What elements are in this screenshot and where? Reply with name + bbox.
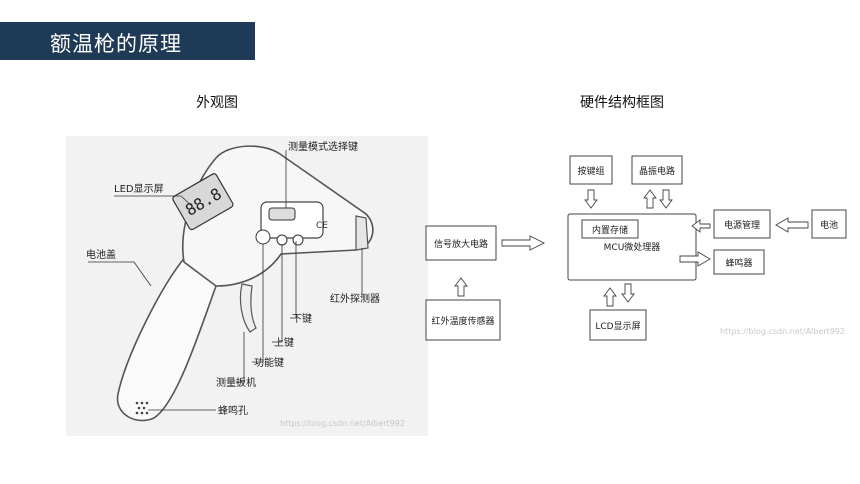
arrow-crystal-to-mcu [659, 189, 673, 209]
buzzer-holes-icon [135, 401, 149, 415]
block-keys-label: 按键组 [577, 165, 604, 177]
label-mode-key: 测量模式选择键 [288, 140, 358, 153]
block-ir-sensor-label: 红外温度传感器 [431, 315, 494, 327]
mode-switch [268, 207, 296, 221]
block-power [713, 209, 771, 239]
function-key-icon [255, 229, 271, 245]
up-key-icon [276, 234, 288, 246]
label-battery-cover: 电池盖 [86, 248, 116, 261]
hardware-block-diagram: 按键组 晶振电路 内置存储 MCU微处理器 电源管理 电池 信号放大电路 蜂鸣器… [425, 155, 847, 341]
down-key-icon [292, 234, 304, 246]
block-crystal-label: 晶振电路 [639, 165, 675, 177]
block-memory [581, 219, 639, 239]
block-crystal [631, 155, 683, 185]
trigger-shape [239, 283, 257, 333]
block-lcd [589, 309, 647, 341]
thermometer-illustration: 88.8 CE 测量模式选择键 LED显示屏 电池盖 下键 上键 功能键 测量扳… [66, 136, 428, 436]
arrow-mcu-to-lcd [621, 283, 635, 303]
slide-title-bar: 额温枪的原理 [0, 22, 255, 60]
block-battery-label: 电池 [820, 219, 838, 231]
arrow-ir-to-amp [454, 277, 468, 297]
arrow-amp-to-mcu [501, 235, 546, 251]
block-amp [425, 225, 497, 261]
block-mcu-label: MCU微处理器 [604, 241, 661, 253]
block-buzzer [713, 249, 765, 275]
label-trigger: 测量扳机 [216, 376, 256, 389]
block-buzzer-label: 蜂鸣器 [725, 257, 752, 269]
label-buzzer-hole: 蜂鸣孔 [218, 404, 248, 417]
block-diagram-heading: 硬件结构框图 [580, 95, 664, 111]
arrow-lcd-to-mcu [603, 287, 617, 307]
block-keys [569, 155, 613, 185]
slide-title: 额温枪的原理 [50, 32, 182, 56]
block-amp-label: 信号放大电路 [434, 238, 488, 250]
arrow-power-to-mcu [691, 219, 711, 233]
block-power-label: 电源管理 [724, 219, 760, 231]
right-watermark: https://blog.csdn.net/Albert992 [720, 327, 845, 336]
arrow-battery-to-power [775, 217, 809, 233]
arrow-keys-to-mcu [584, 189, 598, 209]
block-battery [811, 209, 847, 239]
leader-lines [88, 150, 363, 411]
label-up-key: 上键 [274, 336, 294, 349]
block-ir-sensor [425, 299, 501, 341]
block-lcd-label: LCD显示屏 [595, 321, 640, 332]
label-down-key: 下键 [292, 312, 312, 325]
arrow-mcu-to-buzzer [679, 251, 711, 267]
ce-mark: CE [316, 221, 328, 231]
label-led: LED显示屏 [114, 183, 164, 195]
sensor-head-shape [355, 215, 369, 251]
handle-shape [116, 254, 217, 422]
appearance-heading: 外观图 [196, 95, 238, 111]
arrow-mcu-to-crystal [643, 189, 657, 209]
left-watermark: https://blog.csdn.net/Albert992 [280, 419, 405, 428]
block-memory-label: 内置存储 [592, 224, 628, 236]
label-function-key: 功能键 [254, 356, 284, 369]
lcd-screen: 88.8 [172, 173, 234, 231]
label-ir-sensor: 红外探测器 [330, 292, 380, 305]
